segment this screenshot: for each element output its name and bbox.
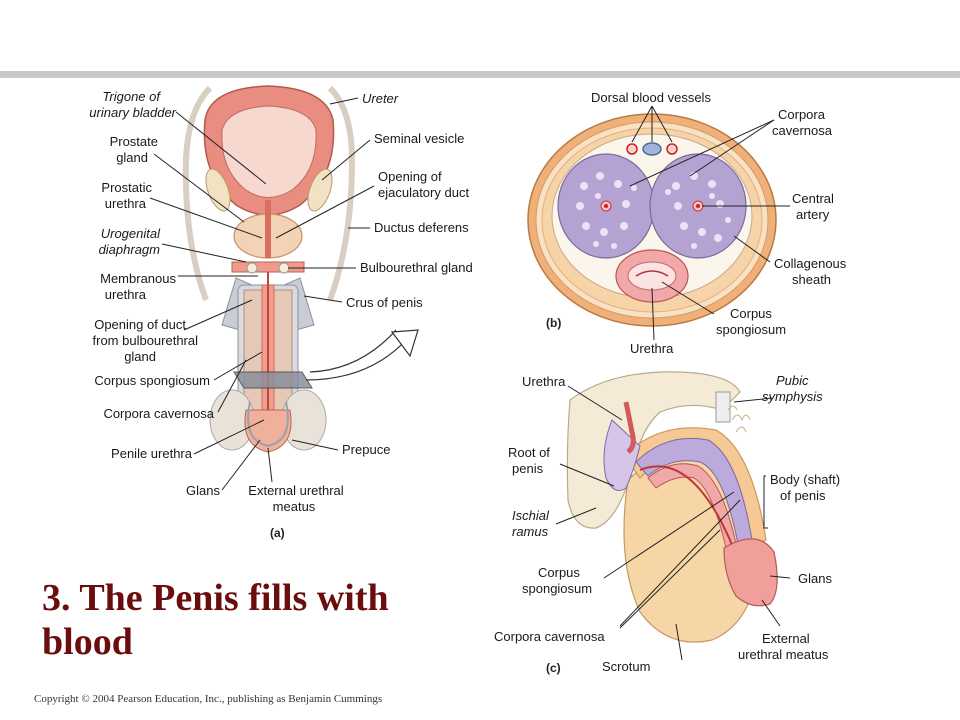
label-ductus-deferens: Ductus deferens bbox=[374, 220, 469, 235]
label-dorsal-blood-vessels: Dorsal blood vessels bbox=[591, 90, 711, 105]
panel-a-illustration bbox=[182, 85, 419, 453]
label-root-of-penis-2: penis bbox=[512, 461, 544, 476]
label-urethra-c: Urethra bbox=[522, 374, 566, 389]
panel-c-labels: Urethra Pubic symphysis Root of penis Bo… bbox=[494, 373, 840, 675]
label-ureter: Ureter bbox=[362, 91, 399, 106]
panel-b-illustration bbox=[527, 113, 777, 327]
label-ejaculatory-duct: Opening of bbox=[378, 169, 442, 184]
label-duct-opening-2: from bulbourethral bbox=[93, 333, 199, 348]
label-trigone-2: urinary bladder bbox=[89, 105, 176, 120]
label-seminal-vesicle: Seminal vesicle bbox=[374, 131, 464, 146]
panel-b-labels: Dorsal blood vessels Corpora cavernosa C… bbox=[546, 90, 847, 356]
panel-c-illustration bbox=[566, 371, 778, 643]
label-penile-urethra: Penile urethra bbox=[111, 446, 193, 461]
label-glans-a: Glans bbox=[186, 483, 220, 498]
label-prostatic-urethra: Prostatic bbox=[101, 180, 152, 195]
label-corpora-cavernosa-c: Corpora cavernosa bbox=[494, 629, 605, 644]
label-central-artery-2: artery bbox=[796, 207, 830, 222]
label-central-artery: Central bbox=[792, 191, 834, 206]
copyright-notice: Copyright © 2004 Pearson Education, Inc.… bbox=[34, 693, 383, 705]
label-pubic-symphysis-2: symphysis bbox=[762, 389, 823, 404]
label-membranous-urethra: Membranous bbox=[100, 271, 176, 286]
label-crus-of-penis: Crus of penis bbox=[346, 295, 423, 310]
panel-c-tag: (c) bbox=[546, 661, 561, 675]
label-prostate-gland-2: gland bbox=[116, 150, 148, 165]
label-trigone: Trigone of bbox=[102, 89, 161, 104]
label-corpus-spongiosum-a: Corpus spongiosum bbox=[94, 373, 210, 388]
panel-a-leader-lines bbox=[149, 97, 375, 491]
label-corpus-spongiosum-b: Corpus bbox=[730, 306, 772, 321]
slide-title: 3. The Penis fills with blood bbox=[42, 577, 389, 663]
label-corpus-spongiosum-b-2: spongiosum bbox=[716, 322, 786, 337]
label-collagenous-sheath-2: sheath bbox=[792, 272, 831, 287]
panel-c-leader-lines bbox=[555, 385, 791, 661]
label-corpora-cavernosa-b-2: cavernosa bbox=[772, 123, 833, 138]
label-root-of-penis: Root of bbox=[508, 445, 550, 460]
label-membranous-urethra-2: urethra bbox=[105, 287, 147, 302]
label-urogenital-diaphragm: Urogenital bbox=[101, 226, 161, 241]
label-body-shaft-2: of penis bbox=[780, 488, 826, 503]
label-body-shaft: Body (shaft) bbox=[770, 472, 840, 487]
label-external-meatus-c-2: urethral meatus bbox=[738, 647, 829, 662]
label-external-meatus-a: External urethral bbox=[248, 483, 343, 498]
label-urogenital-diaphragm-2: diaphragm bbox=[99, 242, 161, 257]
label-prostatic-urethra-2: urethra bbox=[105, 196, 147, 211]
label-scrotum: Scrotum bbox=[602, 659, 650, 674]
label-external-meatus-c: External bbox=[762, 631, 810, 646]
label-duct-opening-3: gland bbox=[124, 349, 156, 364]
label-glans-c: Glans bbox=[798, 571, 832, 586]
panel-a-tag: (a) bbox=[270, 526, 285, 540]
panel-b-leader-lines bbox=[629, 105, 790, 341]
label-prepuce: Prepuce bbox=[342, 442, 390, 457]
label-pubic-symphysis: Pubic bbox=[776, 373, 809, 388]
label-ejaculatory-duct-2: ejaculatory duct bbox=[378, 185, 469, 200]
label-bulbourethral-gland: Bulbourethral gland bbox=[360, 260, 473, 275]
top-rule bbox=[0, 71, 960, 78]
label-corpora-cavernosa-b: Corpora bbox=[778, 107, 826, 122]
label-ischial-ramus-2: ramus bbox=[512, 524, 549, 539]
label-prostate-gland: Prostate bbox=[110, 134, 158, 149]
label-external-meatus-a-2: meatus bbox=[273, 499, 316, 514]
label-collagenous-sheath: Collagenous bbox=[774, 256, 847, 271]
label-corpora-cavernosa-a: Corpora cavernosa bbox=[103, 406, 214, 421]
label-ischial-ramus: Ischial bbox=[512, 508, 550, 523]
label-corpus-spongiosum-c: Corpus bbox=[538, 565, 580, 580]
label-corpus-spongiosum-c-2: spongiosum bbox=[522, 581, 592, 596]
panel-b-tag: (b) bbox=[546, 316, 561, 330]
label-duct-opening: Opening of duct bbox=[94, 317, 186, 332]
panel-a-labels: Trigone of urinary bladder Prostate glan… bbox=[89, 89, 472, 540]
label-urethra-b: Urethra bbox=[630, 341, 674, 356]
